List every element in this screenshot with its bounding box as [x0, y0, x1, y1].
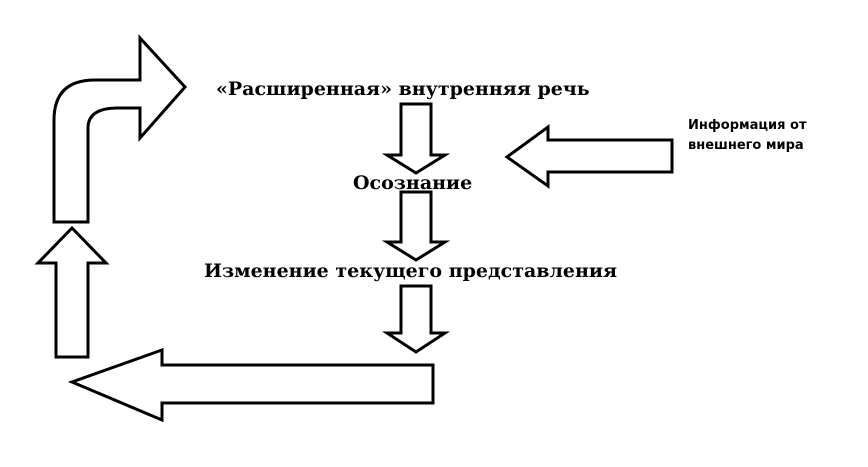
- label-representation-change: Изменение текущего представления: [204, 260, 618, 282]
- label-extended-inner-speech: «Расширенная» внутренняя речь: [216, 78, 590, 100]
- outer-world-arrow: [504, 124, 674, 189]
- curved-feedback-arrow: [52, 34, 188, 224]
- bottom-left-arrow: [67, 347, 435, 423]
- label-outer-world-info: Информация от внешнего мира: [688, 118, 807, 153]
- label-awareness: Осознание: [353, 172, 473, 194]
- down-arrow-awareness-to-change: [381, 190, 451, 262]
- down-arrow-change-to-bottom: [381, 284, 451, 354]
- left-up-arrow: [34, 225, 110, 359]
- down-arrow-speech-to-awareness: [381, 102, 451, 175]
